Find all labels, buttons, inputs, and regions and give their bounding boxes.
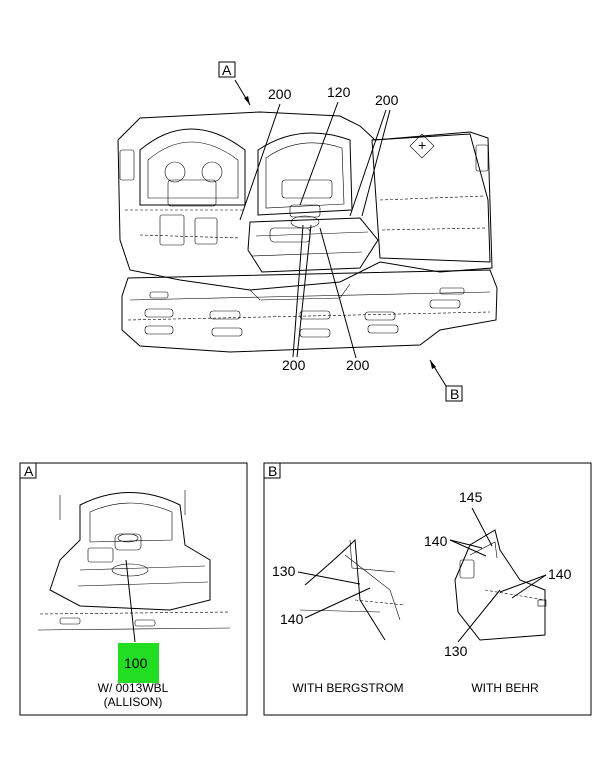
- callout-label: 200: [268, 86, 292, 102]
- callout-label: 120: [327, 84, 351, 100]
- callout-200-bottom-left: 200: [282, 224, 312, 373]
- callout-label: 200: [282, 357, 306, 373]
- dashboard-illustration: +: [117, 111, 498, 353]
- view-b-marker: B: [429, 359, 463, 402]
- behr-label-130: 130: [444, 643, 468, 659]
- detail-a-panel: A 100 W/ 0013WBL (ALLISON): [19, 462, 248, 716]
- bergstrom-caption: WITH BERGSTROM: [292, 681, 403, 695]
- callout-120-top: 120: [299, 84, 351, 206]
- callout-200-top-right: 200: [349, 92, 399, 217]
- behr-label-140-right: 140: [548, 566, 572, 582]
- detail-b-tag: B: [268, 463, 277, 479]
- callout-200-bottom-right: 200: [319, 227, 370, 373]
- behr-caption: WITH BEHR: [471, 681, 539, 695]
- svg-text:+: +: [418, 137, 426, 153]
- detail-a-tag: A: [24, 463, 34, 479]
- behr-label-145: 145: [459, 489, 483, 505]
- bergstrom-view: 130 140 WITH BERGSTROM: [272, 538, 406, 695]
- bergstrom-label-130: 130: [272, 563, 296, 579]
- callout-200-top-left: 200: [239, 86, 292, 221]
- detail-a-illustration: [37, 490, 231, 643]
- floor-slots: [144, 287, 465, 338]
- behr-view: 145 140 140 130 WITH BEHR: [424, 489, 572, 695]
- callout-label: 200: [346, 357, 370, 373]
- detail-a-caption-line1: W/ 0013WBL: [98, 681, 169, 695]
- bergstrom-label-140: 140: [280, 611, 304, 627]
- view-b-marker-label: B: [450, 386, 459, 402]
- part-100-label: 100: [124, 655, 148, 671]
- view-a-marker-label: A: [222, 62, 232, 78]
- behr-label-140-left: 140: [424, 533, 448, 549]
- part-100-highlight: [118, 643, 159, 683]
- detail-a-caption-line2: (ALLISON): [104, 695, 163, 709]
- view-a-marker: A: [218, 61, 251, 106]
- detail-b-panel: B 130 140 WITH BERGSTROM 145 140: [263, 462, 592, 716]
- callout-label: 200: [375, 92, 399, 108]
